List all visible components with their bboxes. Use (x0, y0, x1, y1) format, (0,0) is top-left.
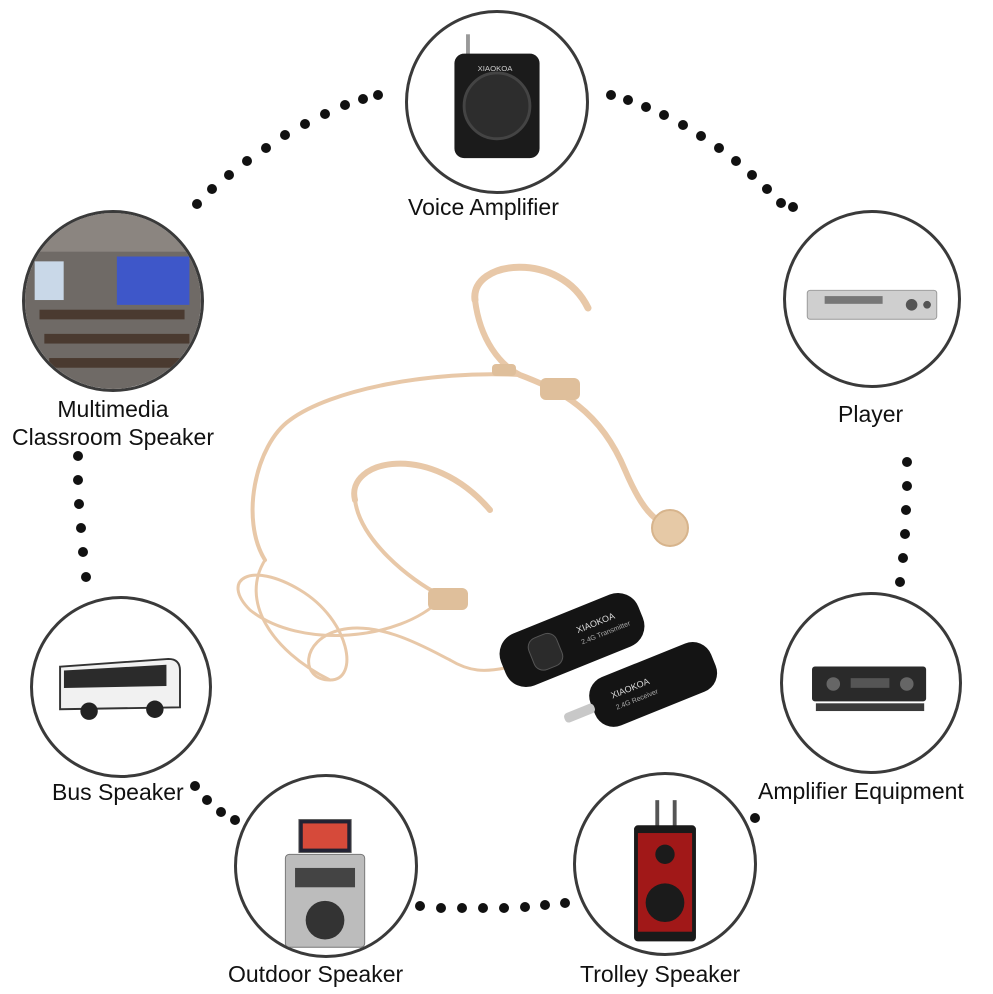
multimedia-label-line1: Multimedia (57, 396, 169, 422)
player-label: Player (838, 401, 904, 427)
amplifier-icon (812, 666, 927, 712)
trolley-speaker-image (573, 772, 757, 956)
headband-small (351, 460, 493, 513)
wireless-receiver: XIAOKOA 2.4G Receiver (564, 641, 718, 727)
bus-speaker-image (30, 596, 212, 778)
multimedia-label-line2: Classroom Speaker (12, 424, 214, 450)
microphone-foam (651, 509, 689, 547)
trolley-speaker-icon (634, 800, 696, 942)
svg-text:XIAOKOA: XIAOKOA (478, 64, 514, 73)
trolley-speaker-label: Trolley Speaker (580, 961, 741, 987)
player-image (783, 210, 961, 388)
multimedia-classroom-label: Multimedia Classroom Speaker (8, 395, 218, 451)
voice-amplifier-image: XIAOKOA (405, 10, 589, 194)
multimedia-classroom-image (22, 210, 204, 392)
voice-amplifier-label: Voice Amplifier (408, 194, 559, 220)
outdoor-speaker-label: Outdoor Speaker (228, 961, 404, 987)
amplifier-equipment-image (780, 592, 962, 774)
bus-speaker-label: Bus Speaker (52, 779, 184, 805)
classroom-icon (25, 213, 201, 389)
bus-icon (59, 657, 181, 720)
voice-amplifier-icon: XIAOKOA (454, 34, 540, 159)
outdoor-speaker-icon (284, 819, 366, 948)
amplifier-equipment-label: Amplifier Equipment (758, 778, 964, 804)
player-icon (806, 289, 938, 320)
wireless-transmitter: XIAOKOA 2.4G Transmitter (499, 592, 645, 688)
outdoor-speaker-image (234, 774, 418, 958)
headband-large (471, 263, 592, 312)
